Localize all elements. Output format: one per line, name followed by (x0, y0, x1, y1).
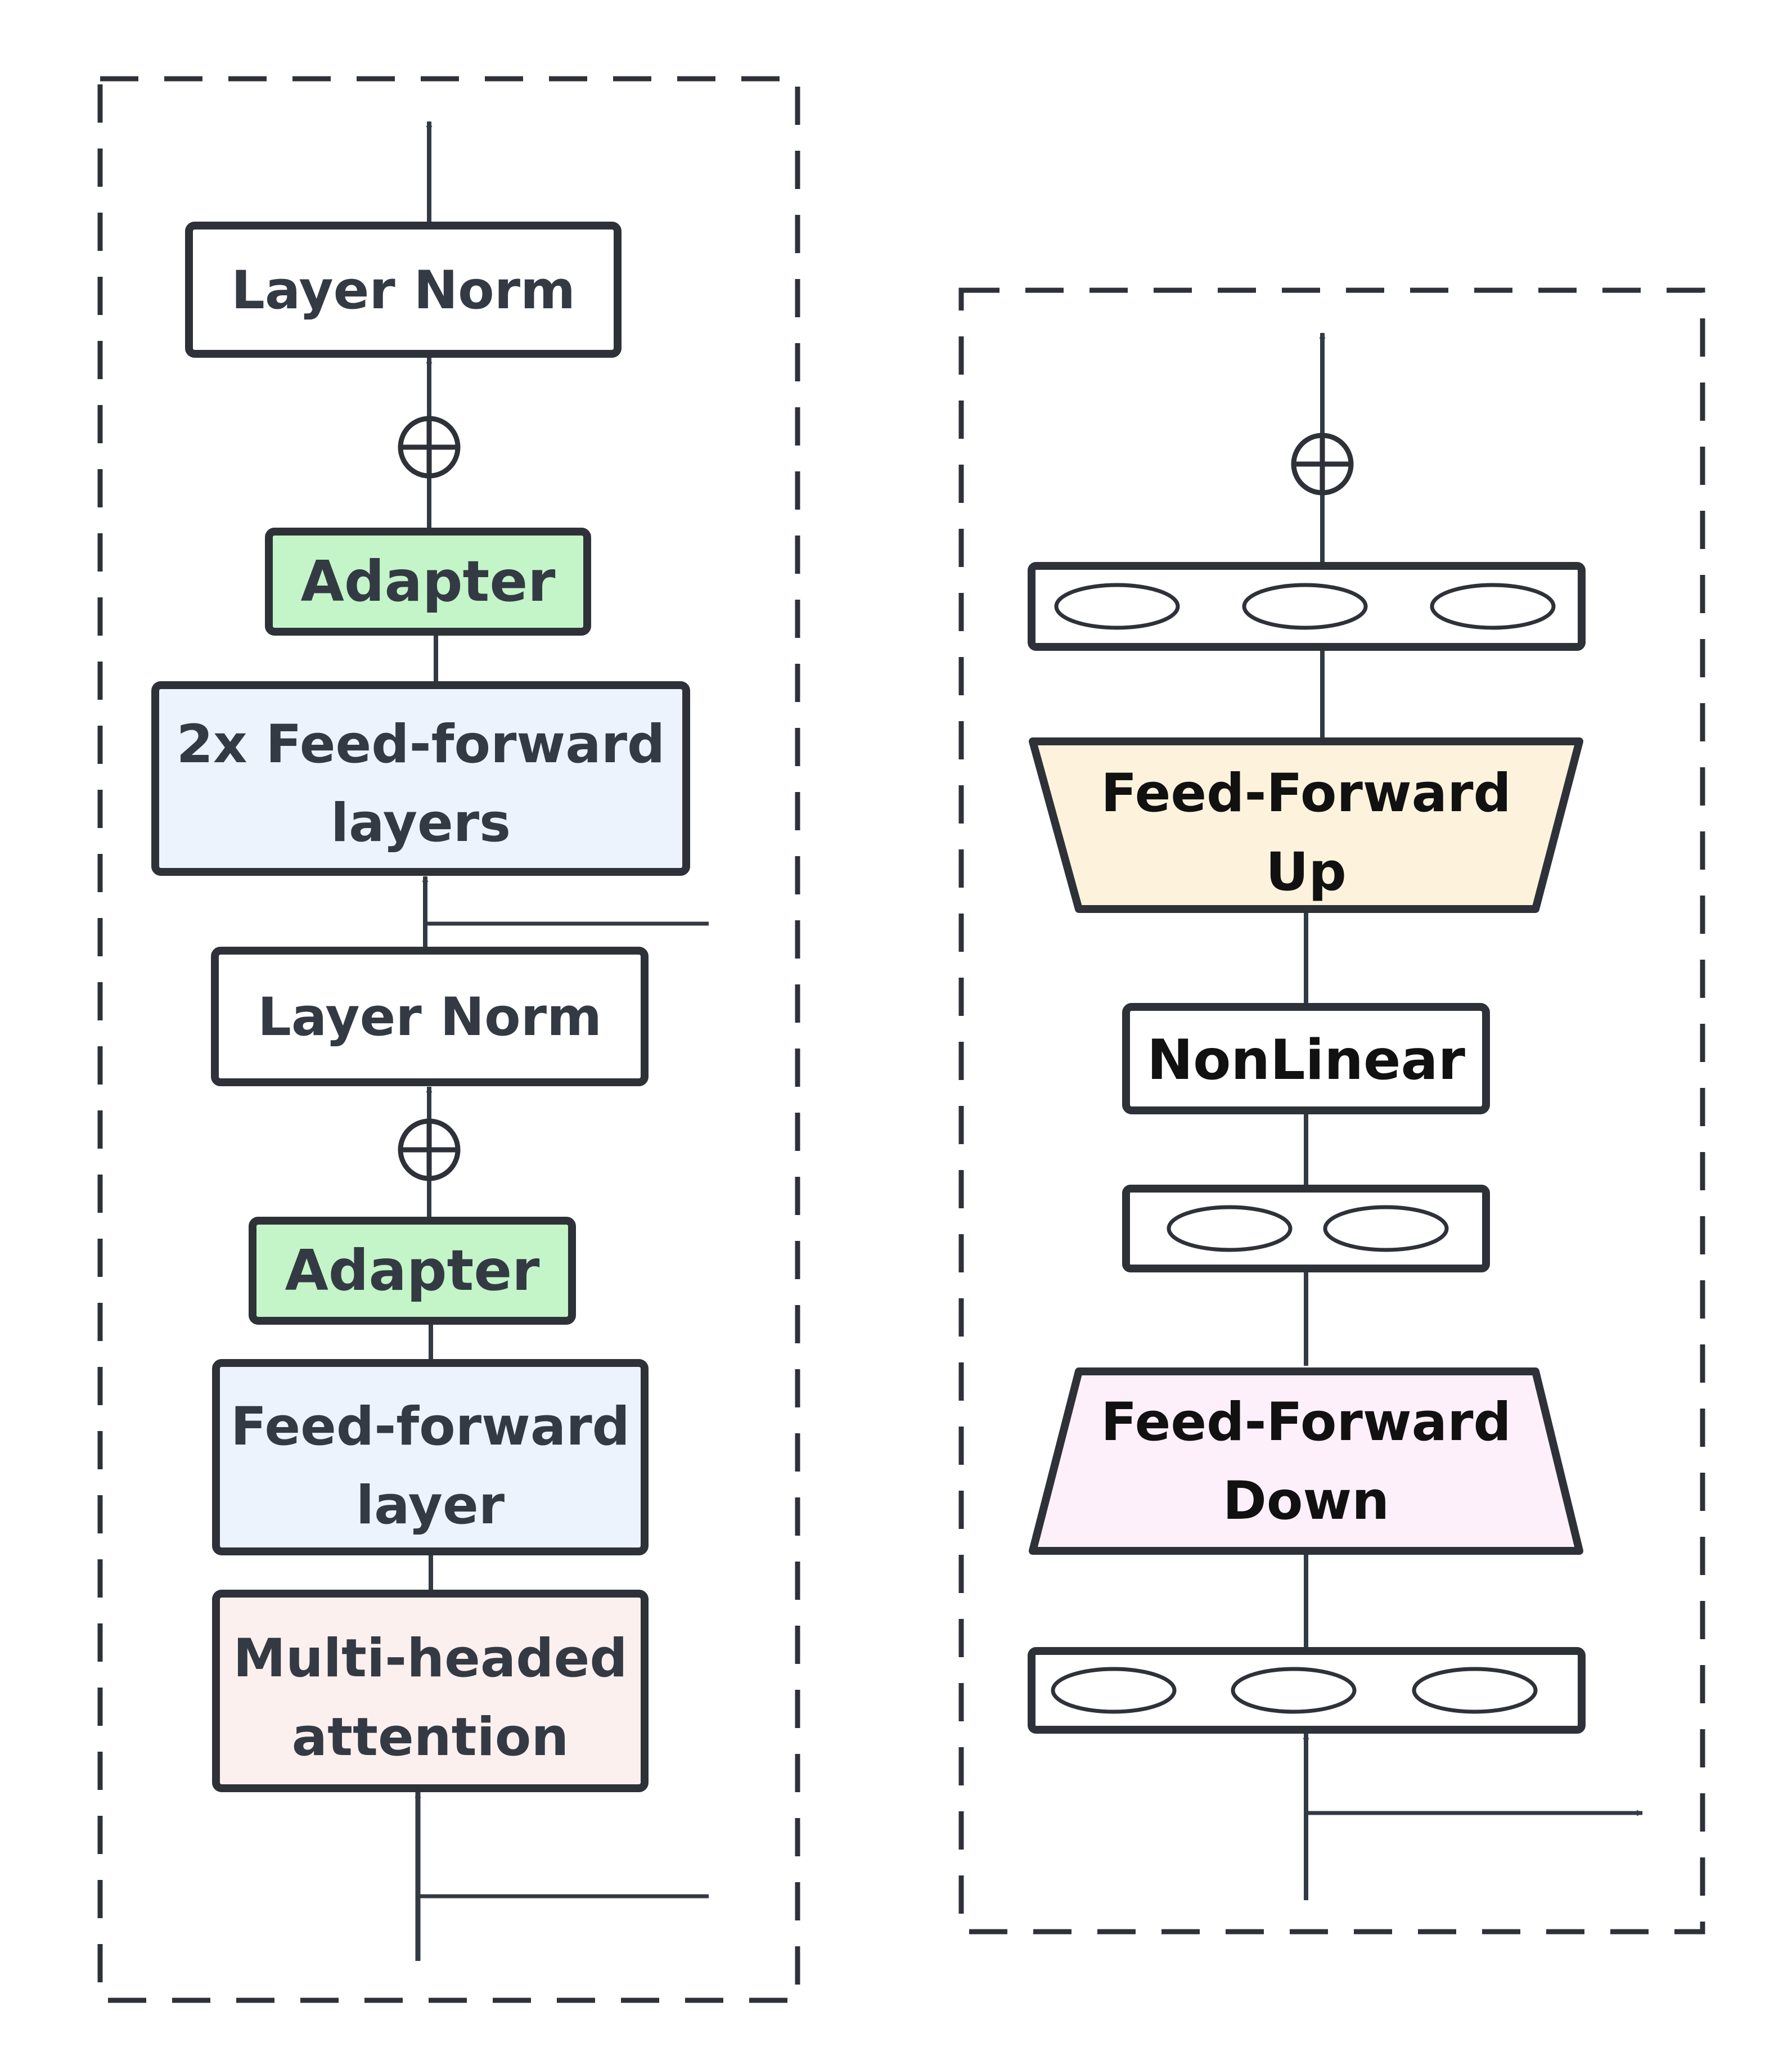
nonlinear-label: NonLinear (1147, 1028, 1466, 1092)
transformer-layer-dashed-border (97, 76, 800, 2003)
layer-norm-top-label: Layer Norm (231, 260, 575, 321)
ff-down-label-line1: Feed-Forward (1101, 1392, 1511, 1453)
ff-up-label-line2: Up (1266, 842, 1347, 903)
input-vector-unit (1412, 1667, 1538, 1714)
input-vector-unit (1231, 1667, 1357, 1714)
sum-node-lower (398, 1118, 461, 1181)
sum-node-upper (398, 416, 461, 479)
transformer-layer-block: Multi-headed attention Feed-forward laye… (97, 76, 800, 2003)
layer-norm-middle-label: Layer Norm (258, 987, 602, 1048)
adapter-lower-label: Adapter (285, 1238, 541, 1303)
output-vector-box (1028, 562, 1586, 651)
adapter-box-lower: Adapter (249, 1217, 576, 1325)
attention-label-line2: attention (292, 1707, 569, 1768)
ffn-2x-label-line1: 2x Feed-forward (177, 714, 665, 775)
adapter-module-dashed-border (958, 287, 1705, 1934)
attention-label-line1: Multi-headed (233, 1628, 627, 1689)
adapter-upper-label: Adapter (301, 548, 556, 614)
ff-down-label-line2: Down (1223, 1470, 1389, 1532)
feed-forward-down-block: Feed-Forward Down (1029, 1367, 1583, 1555)
nonlinear-box: NonLinear (1122, 1003, 1490, 1114)
input-vector-box (1028, 1647, 1586, 1734)
two-feed-forward-layers-box: 2x Feed-forward layers (151, 681, 690, 876)
ffn-label-line1: Feed-forward (231, 1396, 630, 1457)
ff-up-label-line1: Feed-Forward (1101, 763, 1511, 824)
adapter-module-block: Feed-Forward Down NonLinear Feed-Forward… (958, 287, 1705, 1934)
ffn-2x-label-line2: layers (331, 793, 511, 854)
output-vector-unit (1430, 583, 1556, 630)
ffn-label-line2: layer (356, 1475, 505, 1536)
bottleneck-vector-box (1122, 1185, 1490, 1272)
layer-norm-box-middle: Layer Norm (211, 947, 649, 1086)
output-vector-unit (1242, 583, 1368, 630)
multi-headed-attention-box: Multi-headed attention (212, 1590, 649, 1792)
bottleneck-vector-unit (1323, 1205, 1449, 1252)
feed-forward-up-block: Feed-Forward Up (1029, 737, 1583, 913)
adapter-box-upper: Adapter (265, 528, 591, 636)
bottleneck-vector-unit (1167, 1205, 1293, 1252)
input-vector-unit (1051, 1667, 1177, 1714)
layer-norm-box-top: Layer Norm (185, 222, 622, 358)
feed-forward-layer-box: Feed-forward layer (212, 1359, 649, 1555)
output-vector-unit (1054, 583, 1180, 630)
adapter-sum-node (1291, 433, 1354, 496)
